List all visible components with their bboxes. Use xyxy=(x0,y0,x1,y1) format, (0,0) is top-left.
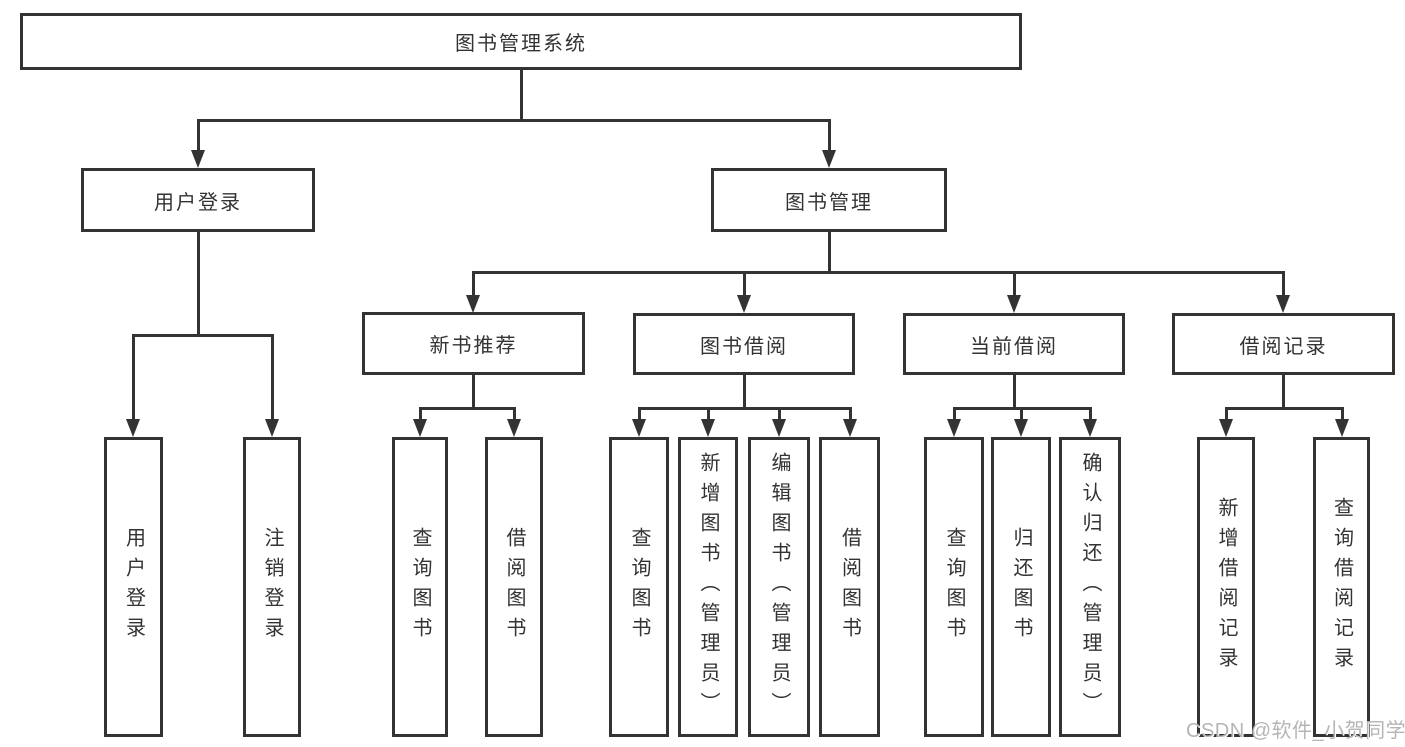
arrow-down-icon xyxy=(265,419,279,437)
leaf-edit-books-admin: 编辑图书（管理员） xyxy=(748,437,810,737)
leaf-add-books-admin: 新增图书（管理员） xyxy=(678,437,738,737)
connector-to-user-login xyxy=(197,119,200,152)
connector-leaf-stub xyxy=(1225,407,1228,421)
node-new-book-recommend-label: 新书推荐 xyxy=(429,335,518,357)
connector-leaf-stub xyxy=(707,407,710,421)
node-library-system-label: 图书管理系统 xyxy=(455,33,587,55)
node-book-borrowing: 图书借阅 xyxy=(633,313,855,375)
leaf-query-borrow-record: 查询借阅记录 xyxy=(1313,437,1370,737)
leaf-return-books-label: 归还图书 xyxy=(1010,527,1032,647)
arrow-down-icon xyxy=(126,419,140,437)
connector-to-new-book xyxy=(472,271,475,297)
node-book-borrowing-label: 图书借阅 xyxy=(700,335,788,358)
connector-borrowing-records-rail xyxy=(1225,407,1344,410)
leaf-confirm-return-admin-label: 确认归还（管理员） xyxy=(1079,452,1101,722)
leaf-logout: 注销登录 xyxy=(243,437,301,737)
connector-book-borrowing-rail xyxy=(638,407,852,410)
leaf-confirm-return-admin: 确认归还（管理员） xyxy=(1059,437,1121,737)
node-borrowing-records: 借阅记录 xyxy=(1172,313,1395,375)
leaf-add-borrow-record: 新增借阅记录 xyxy=(1197,437,1255,737)
connector-to-book-management xyxy=(828,119,831,152)
node-user-login-label: 用户登录 xyxy=(154,191,242,214)
node-book-management: 图书管理 xyxy=(711,168,947,232)
watermark: CSDN @软件_小贺同学 xyxy=(1186,720,1405,742)
connector-leaf-stub xyxy=(513,407,516,421)
node-current-borrowing-label: 当前借阅 xyxy=(970,335,1058,358)
leaf-borrow-books-recommend-label: 借阅图书 xyxy=(503,527,525,647)
connector-new-book-rail xyxy=(419,407,516,410)
leaf-user-login-label: 用户登录 xyxy=(122,527,145,647)
connector-to-borrowing-records xyxy=(1282,271,1285,297)
leaf-query-books-recommend-label: 查询图书 xyxy=(409,527,431,647)
arrow-down-icon xyxy=(1007,295,1021,313)
connector-to-current-borrowing xyxy=(1013,271,1016,297)
connector-leaf-stub xyxy=(1341,407,1344,421)
leaf-borrow-books-recommend: 借阅图书 xyxy=(485,437,543,737)
arrow-down-icon xyxy=(413,419,427,437)
connector-to-leaf-logout xyxy=(271,334,274,421)
arrow-down-icon xyxy=(1335,419,1349,437)
node-current-borrowing: 当前借阅 xyxy=(903,313,1125,375)
node-borrowing-records-label: 借阅记录 xyxy=(1239,335,1328,358)
leaf-edit-books-admin-label: 编辑图书（管理员） xyxy=(768,452,790,722)
arrow-down-icon xyxy=(507,419,521,437)
arrow-down-icon xyxy=(632,419,646,437)
connector-leaf-stub xyxy=(778,407,781,421)
arrow-down-icon xyxy=(1276,295,1290,313)
arrow-down-icon xyxy=(1083,419,1097,437)
connector-book-borrowing-stub xyxy=(743,375,746,409)
leaf-add-books-admin-label: 新增图书（管理员） xyxy=(697,452,719,722)
leaf-borrow-books-label: 借阅图书 xyxy=(838,527,861,647)
arrow-down-icon xyxy=(843,419,857,437)
arrow-down-icon xyxy=(1014,419,1028,437)
connector-to-leaf-user-login xyxy=(132,334,135,421)
arrow-down-icon xyxy=(947,419,961,437)
connector-new-book-stub xyxy=(472,375,475,409)
node-user-login: 用户登录 xyxy=(81,168,315,232)
leaf-query-books-borrowing: 查询图书 xyxy=(609,437,669,737)
leaf-query-borrow-record-label: 查询借阅记录 xyxy=(1330,497,1353,677)
connector-root-stub xyxy=(520,70,523,120)
connector-leaf-stub xyxy=(638,407,641,421)
node-library-system: 图书管理系统 xyxy=(20,13,1022,70)
arrow-down-icon xyxy=(1219,419,1233,437)
connector-leaf-stub xyxy=(849,407,852,421)
leaf-return-books: 归还图书 xyxy=(991,437,1051,737)
arrow-down-icon xyxy=(466,295,480,313)
leaf-query-books-borrowing-label: 查询图书 xyxy=(628,527,650,647)
leaf-query-books-current: 查询图书 xyxy=(924,437,984,737)
leaf-query-books-current-label: 查询图书 xyxy=(943,527,965,647)
connector-user-login-stub xyxy=(197,232,200,336)
leaf-logout-label: 注销登录 xyxy=(261,527,283,647)
connector-current-borrowing-stub xyxy=(1013,375,1016,409)
connector-borrowing-records-stub xyxy=(1282,375,1285,409)
leaf-add-borrow-record-label: 新增借阅记录 xyxy=(1215,497,1237,677)
arrow-down-icon xyxy=(772,419,786,437)
node-book-management-label: 图书管理 xyxy=(785,191,873,214)
connector-book-management-stub xyxy=(828,232,831,273)
connector-user-login-rail xyxy=(132,334,274,337)
arrow-down-icon xyxy=(822,150,836,168)
arrow-down-icon xyxy=(701,419,715,437)
connector-leaf-stub xyxy=(953,407,956,421)
leaf-query-books-recommend: 查询图书 xyxy=(392,437,448,737)
connector-level3-rail xyxy=(472,271,1285,274)
connector-leaf-stub xyxy=(1020,407,1023,421)
connector-leaf-stub xyxy=(1089,407,1092,421)
arrow-down-icon xyxy=(191,150,205,168)
leaf-borrow-books: 借阅图书 xyxy=(819,437,880,737)
connector-level2-rail xyxy=(197,119,830,122)
node-new-book-recommend: 新书推荐 xyxy=(362,312,585,375)
arrow-down-icon xyxy=(737,295,751,313)
connector-to-book-borrowing xyxy=(743,271,746,297)
leaf-user-login: 用户登录 xyxy=(104,437,163,737)
connector-leaf-stub xyxy=(419,407,422,421)
